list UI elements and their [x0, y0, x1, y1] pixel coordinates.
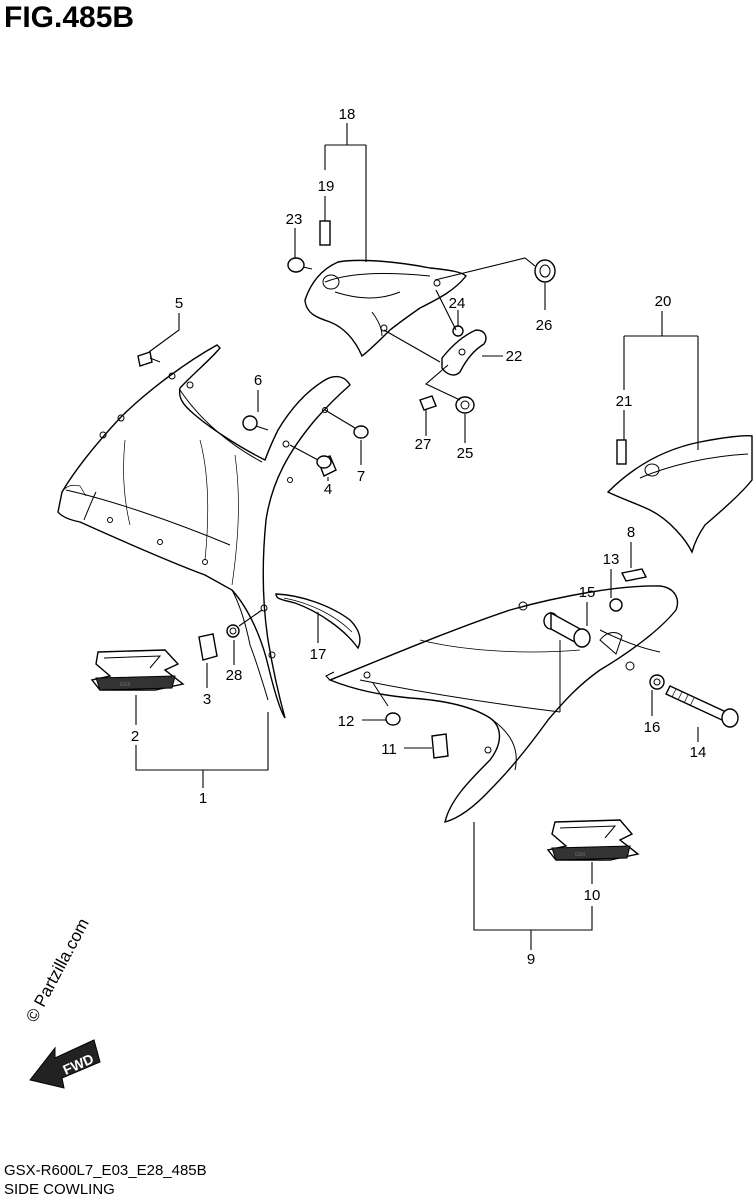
label-26: 26 — [536, 317, 553, 334]
decal-strip-part-19 — [319, 220, 331, 246]
cushion-part-4 — [316, 455, 337, 477]
leader-lines — [135, 123, 699, 950]
grommet-part-25 — [455, 396, 475, 414]
label-8: 8 — [627, 524, 635, 541]
svg-text:GSX: GSX — [120, 682, 131, 688]
bolt-part-14 — [665, 685, 739, 728]
label-3: 3 — [203, 691, 211, 708]
label-14: 14 — [690, 744, 707, 761]
screw-part-5 — [137, 351, 161, 367]
trim-strip-part-17 — [275, 593, 361, 650]
label-1: 1 — [199, 790, 207, 807]
label-16: 16 — [644, 719, 661, 736]
lower-side-cowling-part — [328, 585, 679, 823]
label-4: 4 — [324, 481, 332, 498]
label-9: 9 — [527, 951, 535, 968]
washer-part-16 — [649, 674, 665, 690]
bolt-part-6 — [242, 415, 269, 431]
screw-part-12 — [372, 682, 401, 726]
cushion-part-26 — [534, 259, 556, 283]
grommet-part — [226, 624, 240, 638]
label-22: 22 — [506, 348, 523, 365]
gsxr-emblem-right: GSX — [546, 819, 640, 861]
decal-strip-part-21 — [616, 439, 627, 465]
label-13: 13 — [603, 551, 620, 568]
pad-part-27 — [419, 395, 437, 411]
label-12: 12 — [338, 713, 355, 730]
decal-part-8 — [620, 568, 648, 582]
label-tag-part — [198, 633, 218, 661]
bracket-part-22 — [441, 329, 487, 376]
label-17: 17 — [310, 646, 327, 663]
label-25: 25 — [457, 445, 474, 462]
mount-part-15 — [543, 611, 591, 648]
gsxr-emblem-left: GSX — [90, 649, 185, 691]
label-10: 10 — [584, 887, 601, 904]
forward-arrow-icon: FWD — [29, 1039, 101, 1089]
label-19: 19 — [318, 178, 335, 195]
clip-part-13 — [609, 598, 623, 612]
label-18: 18 — [339, 106, 356, 123]
figure-title: FIG.485B — [4, 1, 135, 34]
label-21: 21 — [616, 393, 633, 410]
label-6: 6 — [254, 372, 262, 389]
label-7: 7 — [357, 468, 365, 485]
side-cowling-front-part — [57, 344, 351, 719]
label-15: 15 — [579, 584, 596, 601]
model-code: GSX-R600L7_E03_E28_485B — [4, 1162, 207, 1179]
label-11: 11 — [381, 741, 397, 758]
label-28: 28 — [226, 667, 243, 684]
svg-text:GSX: GSX — [575, 852, 586, 858]
diagram-caption: SIDE COWLING — [4, 1181, 115, 1198]
inner-panel-part-18 — [304, 259, 467, 358]
part-number-labels: 18 19 23 24 26 22 27 25 20 21 5 6 7 4 8 … — [131, 106, 707, 968]
label-20: 20 — [655, 293, 672, 310]
nut-part-11 — [431, 733, 449, 759]
label-27: 27 — [415, 436, 432, 453]
side-panel-part-20 — [606, 435, 753, 554]
cap-part-7 — [353, 425, 369, 439]
bolt-part-23 — [287, 257, 313, 273]
label-5: 5 — [175, 295, 183, 312]
label-24: 24 — [449, 295, 466, 312]
label-2: 2 — [131, 728, 139, 745]
label-23: 23 — [286, 211, 303, 228]
